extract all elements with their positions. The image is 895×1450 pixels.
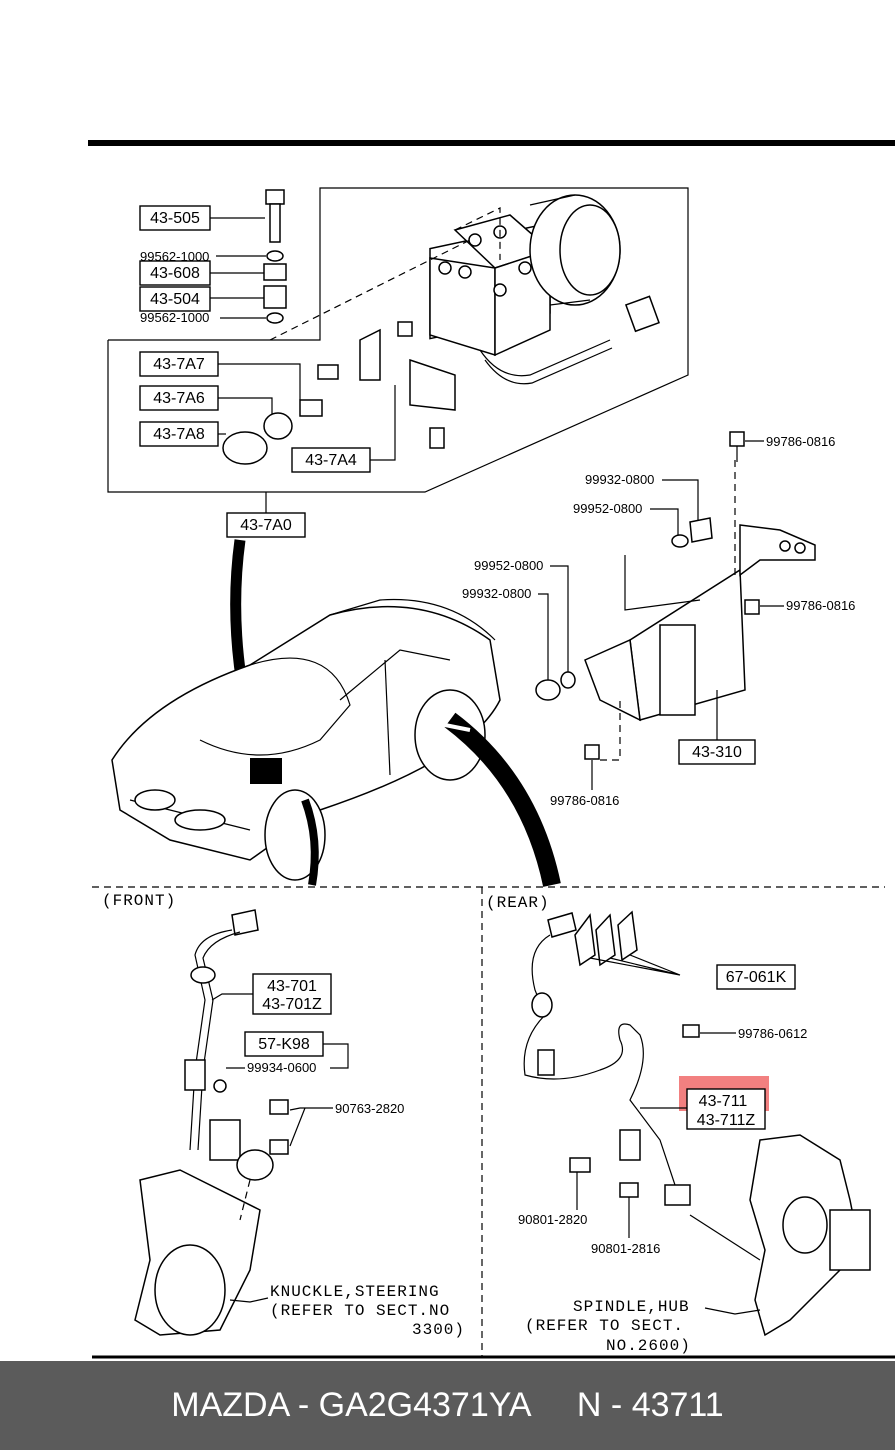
part-43-701z-label: 43-701Z	[262, 996, 322, 1013]
part-99786-0816-b-label: 99786-0816	[786, 598, 855, 613]
part-99934-0600-label: 99934-0600	[247, 1060, 316, 1075]
part-99932-0800-b-label: 99932-0800	[462, 586, 531, 601]
part-43-711z-label: 43-711Z	[697, 1112, 756, 1129]
part-43-608-label: 43-608	[150, 265, 200, 282]
car-drawing	[111, 539, 561, 887]
bracket-section: 99786-0816 99932-0800 99952-0800 99952-0…	[462, 431, 855, 808]
part-number-caption: MAZDA - GA2G4371YA N - 43711	[171, 1386, 724, 1424]
knuckle-note-line-1: KNUCKLE,STEERING	[270, 1283, 440, 1301]
part-43-701-label: 43-701	[267, 978, 317, 995]
part-43-7a8-label: 43-7A8	[153, 426, 205, 443]
hydraulic-unit-section: 43-505 99562-1000 43-608 43-504 99562-10…	[107, 187, 689, 538]
knuckle-note-line-2: (REFER TO SECT.NO	[270, 1302, 450, 1320]
part-43-504-label: 43-504	[150, 291, 200, 308]
rear-section-title: (REAR)	[486, 894, 550, 912]
front-section-title: (FRONT)	[102, 892, 176, 910]
part-90763-2820-label: 90763-2820	[335, 1101, 404, 1116]
hydraulic-unit-drawing	[269, 194, 660, 385]
part-99932-0800-a-label: 99932-0800	[585, 472, 654, 487]
part-43-7a6-label: 43-7A6	[153, 390, 205, 407]
part-90801-2820-label: 90801-2820	[518, 1212, 587, 1227]
part-99786-0816-c-label: 99786-0816	[550, 793, 619, 808]
part-43-7a0-label: 43-7A0	[240, 517, 292, 534]
part-57-k98-label: 57-K98	[258, 1036, 310, 1053]
part-43-7a4-label: 43-7A4	[305, 452, 357, 469]
part-99786-0612-label: 99786-0612	[738, 1026, 807, 1041]
knuckle-note-line-3: 3300)	[412, 1321, 465, 1339]
spindle-note-line-1: SPINDLE,HUB	[573, 1298, 690, 1316]
front-section: (FRONT) 43-701 43-701Z 57-K98 99934-0600…	[102, 892, 465, 1339]
footer-bar: MAZDA - GA2G4371YA N - 43711	[0, 1361, 895, 1450]
part-43-7a7-label: 43-7A7	[153, 356, 205, 373]
spindle-note-line-3: NO.2600)	[606, 1337, 691, 1355]
part-90801-2816-label: 90801-2816	[591, 1241, 660, 1256]
rear-section: (REAR) 67-061K 99786-0612 43-711 43-711Z…	[486, 894, 871, 1355]
spindle-note-line-2: (REFER TO SECT.	[525, 1317, 684, 1335]
part-99562-1000-a-label: 99562-1000	[140, 249, 209, 264]
part-99952-0800-b-label: 99952-0800	[474, 558, 543, 573]
part-99952-0800-a-label: 99952-0800	[573, 501, 642, 516]
part-99562-1000-b-label: 99562-1000	[140, 310, 209, 325]
part-67-061k-label: 67-061K	[726, 969, 787, 986]
top-rule	[88, 140, 895, 146]
part-43-310-label: 43-310	[692, 744, 742, 761]
part-43-505-label: 43-505	[150, 210, 200, 227]
parts-diagram: 43-505 99562-1000 43-608 43-504 99562-10…	[88, 140, 895, 1359]
part-43-711-label: 43-711	[699, 1093, 748, 1110]
part-99786-0816-a-label: 99786-0816	[766, 434, 835, 449]
